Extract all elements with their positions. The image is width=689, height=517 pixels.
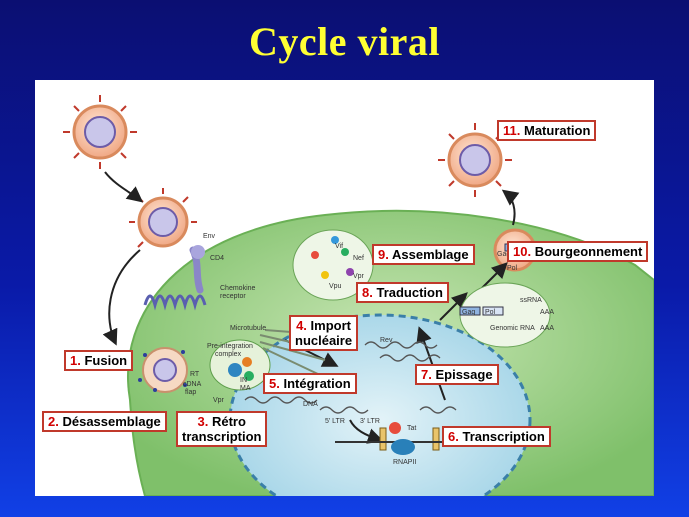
arrow-fusion — [102, 249, 141, 346]
label-tat: Tat — [407, 425, 416, 432]
arrow-assemble — [479, 262, 508, 291]
label-nef: Nef — [353, 255, 364, 262]
gag-pol-factory — [459, 282, 551, 348]
step-label: Epissage — [435, 367, 493, 382]
step-label-line-2: nucléaire — [295, 333, 353, 348]
label-ssrna: ssRNA — [520, 297, 542, 304]
viral-cycle-diagram: Env CD4 Chemokine receptor Microtubule P… — [63, 95, 654, 496]
label-preint-2: complex — [215, 351, 242, 358]
label-pol-2: Pol — [507, 265, 518, 272]
label-gag: Gag — [462, 309, 475, 316]
step-7-epissage: 7. Epissage — [415, 364, 499, 385]
label-rt: RT — [190, 371, 200, 378]
step-8-traduction: 8. Traduction — [356, 282, 449, 303]
preintegration-complex — [209, 339, 271, 391]
step-number: 10. — [513, 244, 532, 259]
step-number: 7. — [421, 367, 432, 382]
step-number: 11. — [503, 123, 521, 138]
arrow-translate — [439, 292, 468, 321]
viral-proteins — [292, 229, 374, 301]
label-dna: DNA — [303, 401, 318, 408]
label-preint-1: Pre-integration — [207, 343, 253, 350]
fusion-complex — [138, 347, 188, 393]
step-number: 2. — [48, 414, 59, 429]
cd4-receptor — [189, 245, 205, 294]
label-chemokine: Chemokine — [220, 285, 256, 292]
step-number: 6. — [448, 429, 459, 444]
step-label-line-2: transcription — [182, 429, 262, 444]
label-flap: flap — [185, 389, 196, 396]
step-number: 4. — [296, 318, 307, 333]
label-receptor: receptor — [220, 293, 246, 300]
step-label: Import — [310, 318, 351, 333]
label-ma: MA — [240, 385, 251, 392]
label-cdna: cDNA — [183, 381, 202, 388]
step-label: Assemblage — [391, 247, 469, 262]
arrow-attach — [104, 171, 144, 203]
nucleus — [228, 313, 532, 496]
label-5ltr: 5' LTR — [325, 418, 345, 425]
arrow-ltr — [349, 419, 384, 444]
arrow-mature — [501, 189, 520, 226]
virion-top-left — [63, 95, 137, 169]
label-gag-2: Gag — [497, 251, 510, 258]
step-11-maturation: 11. Maturation — [497, 120, 597, 141]
label-vpr: Vpr — [213, 397, 225, 404]
label-rev: Rev — [380, 337, 393, 344]
step-label: Fusion — [84, 353, 128, 368]
label-microtubule: Microtubule — [230, 325, 266, 332]
chemokine-receptor — [143, 294, 207, 311]
step-9-assemblage: 9. Assemblage — [372, 244, 475, 265]
step-label: Traduction — [376, 285, 443, 300]
step-number: 9. — [378, 247, 389, 262]
step-label: Maturation — [523, 123, 591, 138]
label-in: IN — [240, 377, 247, 384]
step-1-fusion: 1. Fusion — [64, 350, 134, 371]
label-env: Env — [203, 233, 216, 240]
label-vif: Vif — [335, 243, 343, 250]
label-vpr-2: Vpr — [353, 273, 365, 280]
step-number: 3. — [197, 414, 209, 429]
step-label: Transcription — [462, 429, 545, 444]
step-label: Intégration — [283, 376, 351, 391]
label-cd4: CD4 — [210, 255, 224, 262]
label-genomic-rna: Genomic RNA — [490, 325, 535, 332]
step-2-desassemblage: 2. Désassemblage — [42, 411, 167, 432]
step-3-retro-transcription: 3. Rétro transcription — [176, 411, 268, 447]
dna-wave — [244, 396, 318, 404]
step-label: Rétro — [211, 414, 246, 429]
step-6-transcription: 6. Transcription — [442, 426, 551, 447]
diagram-panel: Env CD4 Chemokine receptor Microtubule P… — [35, 80, 654, 496]
rna-wave-3 — [419, 406, 457, 414]
virion-mature — [438, 123, 512, 197]
step-label: Désassemblage — [62, 414, 161, 429]
step-label: Bourgeonnement — [534, 244, 643, 259]
label-pol: Pol — [485, 309, 496, 316]
virion-binding — [129, 188, 197, 248]
step-number: 8. — [362, 285, 373, 300]
label-vpu: Vpu — [329, 283, 342, 290]
label-aaa: AAA — [540, 309, 554, 316]
label-aaa-2: AAA — [540, 325, 554, 332]
slide-title: Cycle viral — [249, 19, 440, 64]
dna-wave-2 — [319, 406, 369, 414]
rna-wave-2 — [379, 354, 441, 362]
step-number: 5. — [269, 376, 280, 391]
label-rnapii: RNAPII — [393, 459, 416, 466]
rna-wave-1 — [364, 341, 438, 349]
label-3ltr: 3' LTR — [360, 418, 380, 425]
step-10-bourgeonnement: 10. Bourgeonnement — [507, 241, 649, 262]
step-number: 1. — [70, 353, 81, 368]
step-4-import-nucleaire: 4. Import nucléaire — [289, 315, 359, 351]
step-5-integration: 5. Intégration — [263, 373, 357, 394]
